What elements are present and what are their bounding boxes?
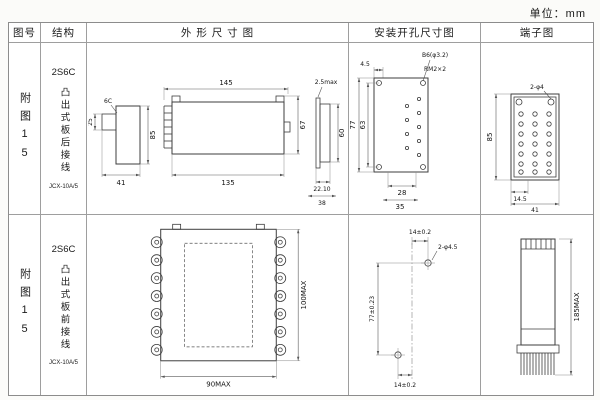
row2-fig-no: 附图15 (18, 268, 31, 342)
dim-85: 85 (486, 132, 494, 141)
drill-plan: 14±0.2 2-φ4.5 77±0.23 14±0.2 (369, 229, 458, 389)
dim-85: 85 (149, 130, 157, 139)
dim-38: 38 (318, 200, 326, 207)
row1-install-drawing: 4.5 B6(φ3.2) RM2×2 77 63 (350, 52, 448, 211)
label-2phi45: 2-φ4.5 (438, 244, 458, 251)
dim-35: 35 (395, 203, 404, 211)
row2-terminal-cell: 185MAX (481, 215, 593, 395)
dim-6c: 6C (104, 98, 112, 105)
row1-terminal-cell: 2-φ4 85 14.5 41 (481, 43, 593, 215)
dim-25max: 2.5max (314, 79, 337, 86)
dim-41: 41 (116, 179, 125, 187)
row2-outline-drawing: 90MAX 100MAX (150, 223, 308, 388)
row2-terminal-drawing: 185MAX (516, 238, 581, 375)
dim-145: 145 (219, 79, 232, 87)
row2-type-code: JCX-10A/5 (48, 360, 78, 367)
row1-outline-drawing: 6C 25 41 85 145 (88, 79, 346, 207)
top-view: 6C 25 41 85 (88, 98, 157, 187)
row1-fig-no: 附图15 (18, 91, 31, 166)
row2-outline-cell: 90MAX 100MAX (87, 215, 349, 395)
row1-outline-cell: 6C 25 41 85 145 (87, 43, 349, 215)
dim-14-5: 14.5 (513, 196, 527, 203)
header-structure: 结构 (41, 23, 87, 43)
dim-25: 25 (88, 118, 94, 126)
row1-type-code: JCX-10A/5 (48, 183, 78, 190)
header-outline: 外 形 尺 寸 图 (87, 23, 349, 43)
dim-100max: 100MAX (300, 280, 308, 309)
side-view: 2.5max 60 22.10 38 (307, 79, 346, 207)
front-view: 145 135 67 (163, 79, 307, 187)
dim-67: 67 (299, 120, 307, 129)
dim-28: 28 (397, 189, 406, 197)
row1-install-cell: 4.5 B6(φ3.2) RM2×2 77 63 (349, 43, 481, 215)
dim-14-top: 14±0.2 (408, 229, 430, 236)
terminal-block: 2-φ4 85 14.5 41 (486, 84, 560, 214)
side-view: 185MAX (516, 238, 581, 375)
unit-label: 单位：mm (529, 8, 586, 20)
row1-structure-cell: 2S6C 凸出式板后接线 JCX-10A/5 (41, 43, 87, 215)
header-terminal: 端子图 (481, 23, 593, 43)
row2-structure-cell: 2S6C 凸出式板前接线 JCX-10A/5 (41, 215, 87, 395)
row2-install-cell: 14±0.2 2-φ4.5 77±0.23 14±0.2 (349, 215, 481, 395)
dim-41: 41 (531, 207, 539, 214)
dim-185max: 185MAX (573, 292, 581, 321)
row2-install-drawing: 14±0.2 2-φ4.5 77±0.23 14±0.2 (369, 229, 458, 389)
dim-77: 77±0.23 (369, 295, 376, 321)
row2-structure-desc: 凸出式板前接线 (58, 263, 70, 352)
dim-135: 135 (221, 179, 234, 187)
row1-terminal-drawing: 2-φ4 85 14.5 41 (486, 84, 560, 214)
dimension-table: 图号 结构 外 形 尺 寸 图 安装开孔尺寸图 端子图 附图15 2S6C 凸出… (8, 22, 594, 396)
dim-63: 63 (359, 120, 367, 129)
dim-2210: 22.10 (313, 186, 330, 193)
row1-structure-desc: 凸出式板后接线 (58, 87, 70, 175)
dim-60: 60 (338, 128, 346, 137)
row2-fig-no-cell: 附图15 (9, 215, 41, 395)
row2-model: 2S6C (51, 243, 76, 255)
row1-fig-no-cell: 附图15 (9, 43, 41, 215)
drill-plan: 4.5 B6(φ3.2) RM2×2 77 63 (350, 52, 448, 211)
front-view: 90MAX 100MAX (150, 223, 308, 388)
row1-model: 2S6C (51, 67, 76, 79)
label-2phi4: 2-φ4 (530, 84, 544, 91)
label-rm2: RM2×2 (424, 66, 446, 73)
dim-4-5: 4.5 (360, 61, 370, 68)
header-install: 安装开孔尺寸图 (349, 23, 481, 43)
dim-14-bottom: 14±0.2 (393, 382, 415, 389)
header-fig-no: 图号 (9, 23, 41, 43)
dim-77: 77 (350, 120, 357, 129)
label-b6: B6(φ3.2) (422, 52, 448, 59)
dim-90max: 90MAX (206, 380, 231, 388)
